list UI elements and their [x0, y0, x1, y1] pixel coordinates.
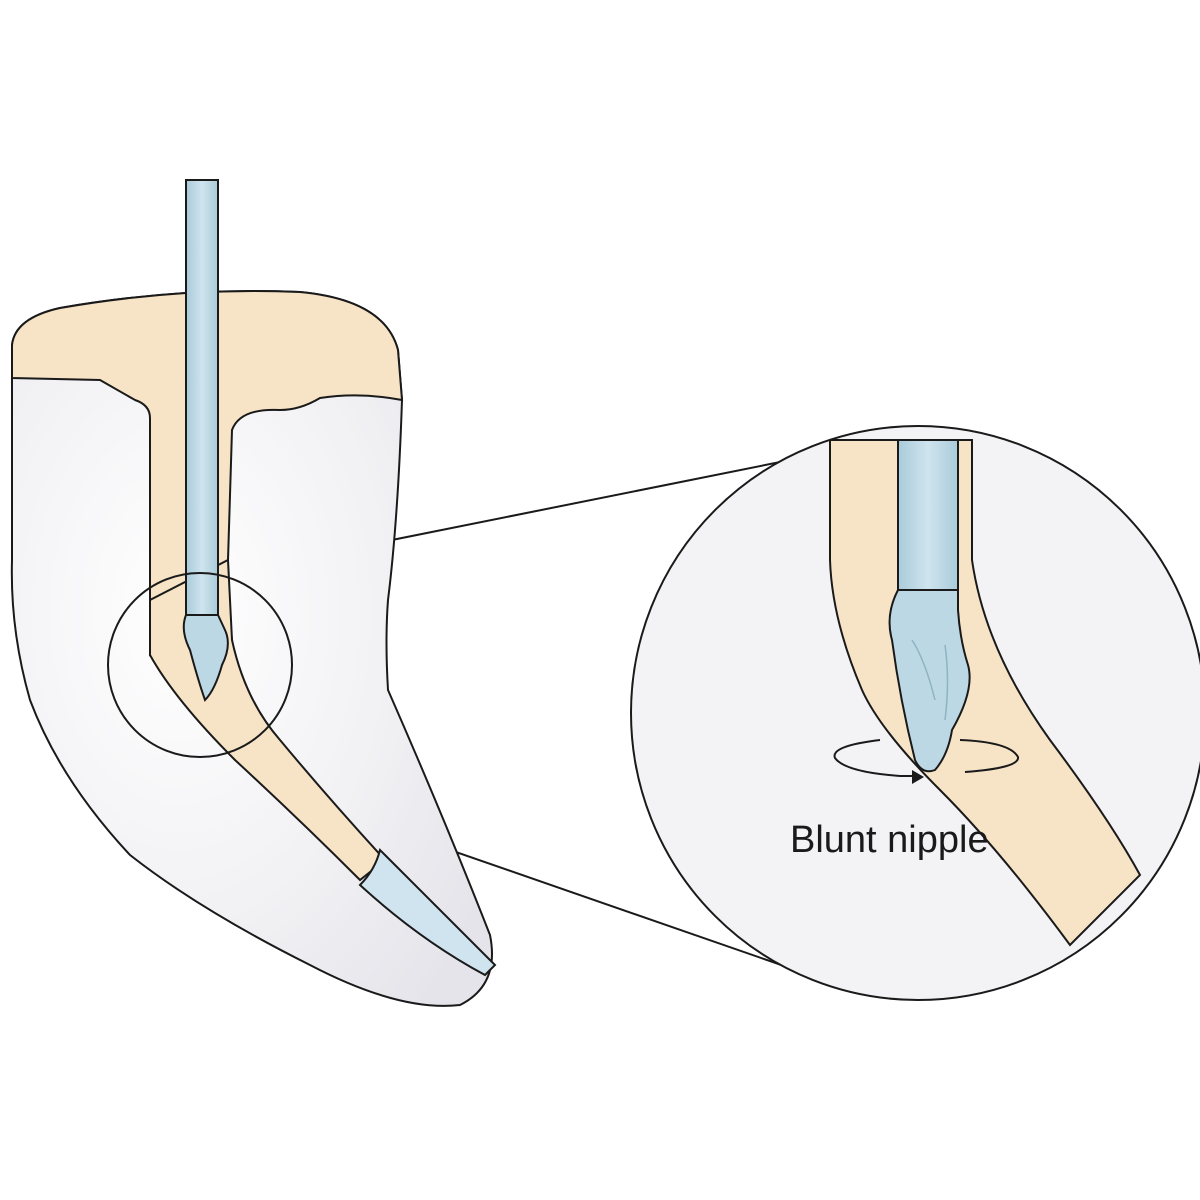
apical-file — [358, 848, 497, 977]
rotation-arrow-icon — [833, 739, 1019, 784]
magnified-view: Blunt nipple — [630, 425, 1200, 1001]
instrument — [182, 179, 229, 702]
blunt-nipple-label: Blunt nipple — [790, 819, 989, 861]
tooth — [10, 290, 497, 1007]
detail-circle — [107, 572, 293, 758]
magnified-shaft — [897, 439, 959, 601]
instrument-shaft — [185, 179, 219, 621]
magnified-tip-facet — [911, 639, 949, 721]
magnified-circle — [630, 425, 1200, 1001]
instrument-tip — [182, 614, 229, 702]
